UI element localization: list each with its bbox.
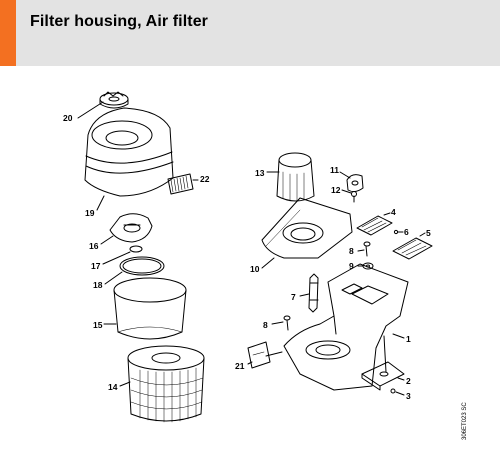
part-label-7: 7: [291, 292, 296, 302]
part-label-20: 20: [63, 113, 73, 123]
part-label-4: 4: [391, 207, 396, 217]
screw-part-8-upper: [363, 241, 371, 257]
knob-part-20: [99, 91, 129, 109]
part-label-8a: 8: [349, 246, 354, 256]
part-label-16: 16: [89, 241, 99, 251]
housing-part-1: [283, 263, 409, 391]
part-label-6: 6: [404, 227, 409, 237]
filter-cover-part-19: [84, 107, 174, 197]
flange-part-16: [109, 213, 153, 243]
screw-part-3: [390, 388, 396, 394]
part-label-8b: 8: [263, 320, 268, 330]
spacer-part-7: [308, 273, 319, 313]
part-label-15: 15: [93, 320, 103, 330]
part-label-21: 21: [235, 361, 245, 371]
pin-part-6: [393, 229, 399, 235]
cylinder-part-15: [113, 277, 187, 340]
page-title: Filter housing, Air filter: [30, 13, 209, 30]
part-label-19: 19: [85, 208, 95, 218]
part-label-18: 18: [93, 280, 103, 290]
part-label-13: 13: [255, 168, 265, 178]
part-label-5: 5: [426, 228, 431, 238]
part-label-22: 22: [200, 174, 210, 184]
part-label-1: 1: [406, 334, 411, 344]
part-label-14: 14: [108, 382, 118, 392]
part-label-9: 9: [349, 261, 354, 271]
part-label-11: 11: [330, 165, 339, 175]
header-accent-bar: [0, 0, 16, 66]
label-part-4: [356, 215, 393, 236]
label-part-5: [392, 237, 433, 260]
bracket-part-2: [361, 361, 405, 391]
part-label-2: 2: [406, 376, 411, 386]
grille-part-22: [167, 173, 194, 195]
plate-part-10: [261, 197, 353, 259]
clip-part-11: [346, 174, 364, 193]
part-label-3: 3: [406, 391, 411, 401]
screw-part-12: [351, 191, 357, 203]
pre-filter-part-13: [276, 152, 315, 202]
o-ring-part-18: [119, 256, 165, 276]
pickup-part-21: [247, 341, 283, 369]
part-label-17: 17: [91, 261, 101, 271]
screw-part-8-lower: [283, 315, 291, 331]
part-label-12: 12: [331, 185, 341, 195]
header-band: Filter housing, Air filter: [0, 0, 500, 66]
exploded-parts-diagram: 20 19 22 16 17 18 15 14 13 11 12 10 4 6 …: [63, 91, 433, 423]
filter-element-part-14: [127, 345, 205, 423]
drawing-code: 306ET023 SC: [462, 402, 468, 440]
seal-part-17: [129, 245, 143, 253]
part-label-10: 10: [250, 264, 260, 274]
